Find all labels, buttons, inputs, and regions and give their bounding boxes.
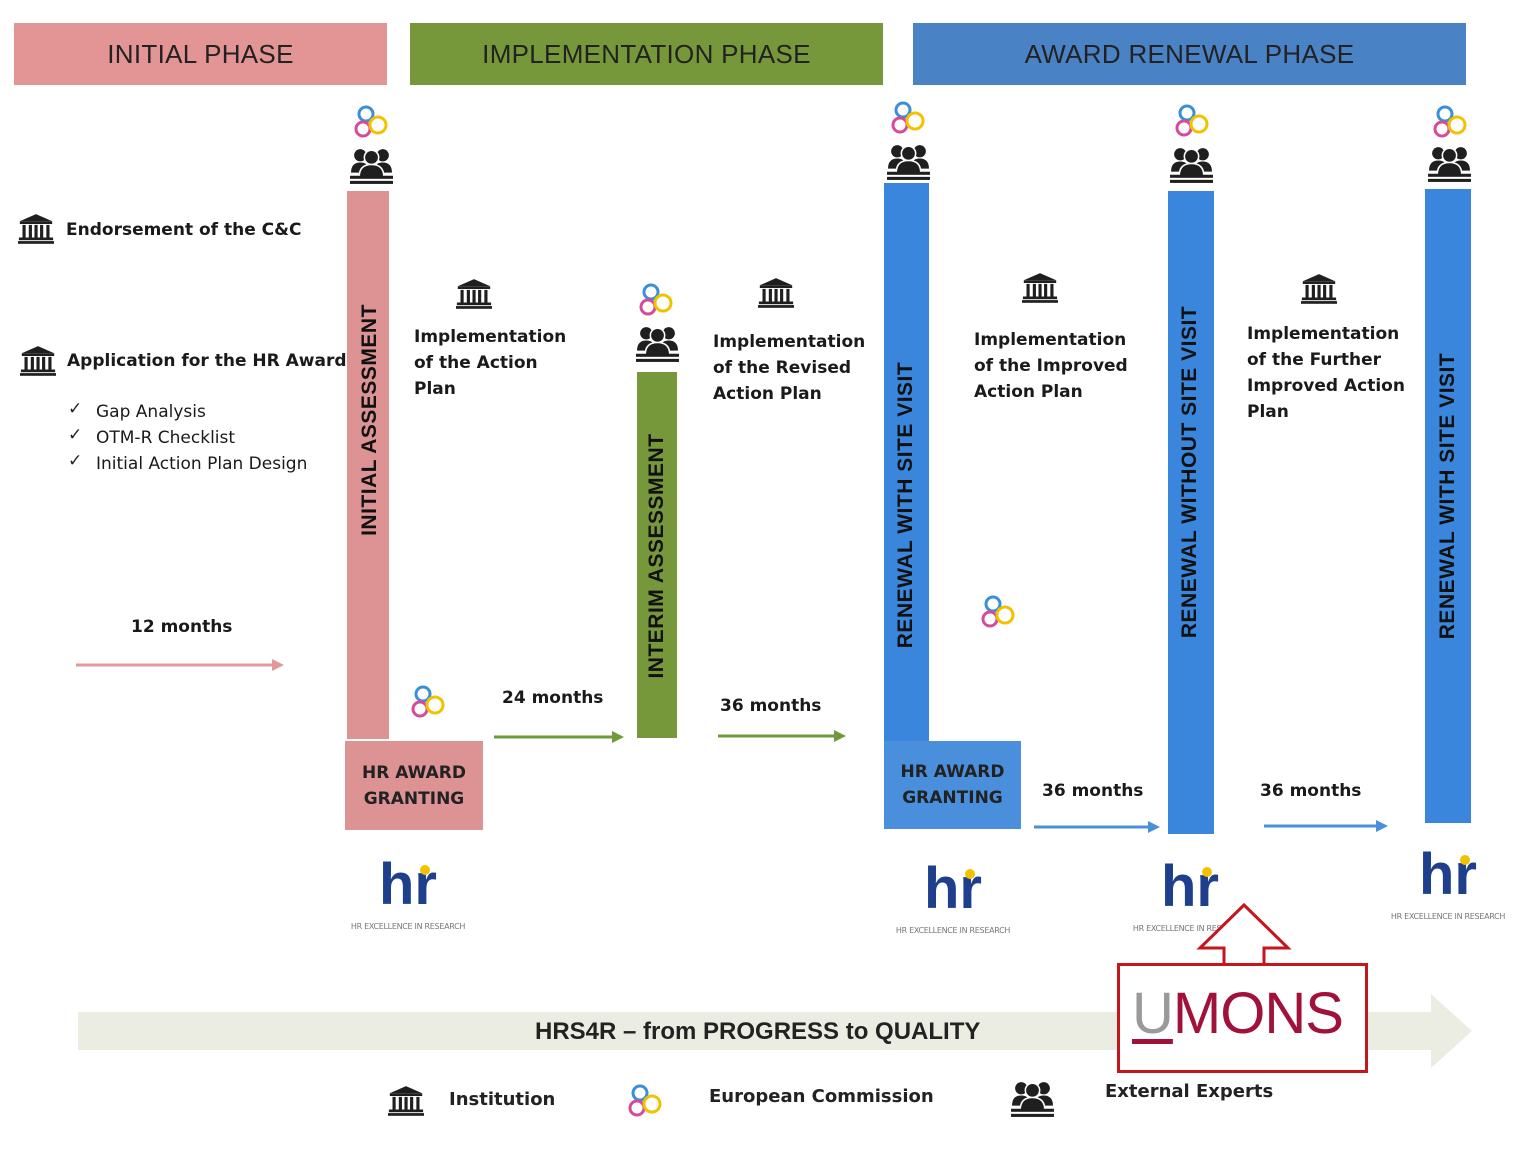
hr-logo-1: hr HR EXCELLENCE IN RESEARCH xyxy=(348,844,468,934)
hr-logo-2: hr HR EXCELLENCE IN RESEARCH xyxy=(893,848,1013,938)
check-icon: ✓ xyxy=(68,451,83,471)
phase-header-implementation: IMPLEMENTATION PHASE xyxy=(410,23,883,85)
svg-text:hr: hr xyxy=(379,852,437,917)
european-commission-icon xyxy=(1432,104,1468,140)
arrow-36-months-c xyxy=(1264,820,1388,832)
initial-assessment-label: INITIAL ASSESSMENT xyxy=(358,304,381,536)
arrow-24-months xyxy=(494,731,624,743)
duration-36-months-b: 36 months xyxy=(1042,781,1144,801)
impl-revised-text: Implementation of the Revised Action Pla… xyxy=(713,332,866,404)
renewal-without-visit-label: RENEWAL WITHOUT SITE VISIT xyxy=(1178,305,1201,639)
legend-european-commission: European Commission xyxy=(709,1086,934,1107)
umons-logo: UMONS xyxy=(1132,981,1344,1046)
callout-up-arrow xyxy=(1196,902,1292,968)
institution-icon xyxy=(758,277,794,308)
application-label: Application for the HR Award: xyxy=(67,351,354,371)
renewal-with-visit-bar-1 xyxy=(884,183,929,743)
institution-icon xyxy=(1301,273,1337,304)
hr-logo-mark: hr xyxy=(1161,854,1219,919)
checklist-item-initial-plan: Initial Action Plan Design xyxy=(96,454,308,474)
impl-further-text: Implementation of the Further Improved A… xyxy=(1247,324,1405,422)
arrow-36-months-b xyxy=(1034,821,1160,833)
hr-logo-mark: hr xyxy=(379,852,437,917)
legend-institution: Institution xyxy=(449,1089,556,1110)
hr-logo-mark: hr xyxy=(1419,842,1477,907)
european-commission-icon xyxy=(638,282,674,318)
interim-assessment-label: INTERIM ASSESSMENT xyxy=(645,433,668,679)
svg-text:hr: hr xyxy=(1419,842,1477,907)
institution-icon xyxy=(20,345,56,376)
european-commission-icon xyxy=(890,100,926,136)
european-commission-icon xyxy=(627,1083,663,1119)
phase-header-initial: INITIAL PHASE xyxy=(14,23,387,85)
duration-36-months-a: 36 months xyxy=(720,696,822,716)
european-commission-icon xyxy=(1174,103,1210,139)
european-commission-icon xyxy=(410,684,446,720)
institution-icon xyxy=(456,278,492,309)
impl-improved-text: Implementation of the Improved Action Pl… xyxy=(974,330,1128,402)
svg-text:hr: hr xyxy=(924,856,982,921)
duration-24-months: 24 months xyxy=(502,688,604,708)
checklist-item-gap-analysis: Gap Analysis xyxy=(96,402,206,422)
external-experts-icon xyxy=(635,322,680,363)
endorsement-label: Endorsement of the C&C xyxy=(66,220,302,240)
duration-36-months-c: 36 months xyxy=(1260,781,1362,801)
duration-12-months: 12 months xyxy=(131,617,233,637)
hr-logo-mark: hr xyxy=(924,856,982,921)
renewal-with-visit-label-1: RENEWAL WITH SITE VISIT xyxy=(894,361,917,649)
external-experts-icon xyxy=(1169,143,1214,184)
external-experts-icon xyxy=(349,144,394,185)
renewal-with-visit-bar-2 xyxy=(1425,189,1471,823)
hr-logo-3: hr HR EXCELLENCE IN RESEARCH xyxy=(1130,846,1250,936)
timeline-label: HRS4R – from PROGRESS to QUALITY xyxy=(535,1018,981,1045)
external-experts-icon xyxy=(1427,142,1472,183)
check-icon: ✓ xyxy=(68,399,83,419)
institution-icon xyxy=(388,1085,424,1116)
renewal-without-visit-bar xyxy=(1168,191,1214,834)
european-commission-icon xyxy=(980,594,1016,630)
external-experts-icon xyxy=(1010,1077,1055,1118)
impl-action-plan-text: Implementation of the Action Plan xyxy=(414,327,567,399)
initial-assessment-bar xyxy=(347,191,389,739)
arrow-36-months-a xyxy=(718,730,846,742)
external-experts-icon xyxy=(886,140,931,181)
renewal-with-visit-label-2: RENEWAL WITH SITE VISIT xyxy=(1436,352,1459,640)
institution-icon xyxy=(18,213,54,244)
institution-icon xyxy=(1022,272,1058,303)
interim-assessment-bar xyxy=(637,372,677,738)
phase-header-renewal: AWARD RENEWAL PHASE xyxy=(913,23,1466,85)
arrow-12-months xyxy=(76,659,284,671)
legend-external-experts: External Experts xyxy=(1105,1081,1274,1102)
european-commission-icon xyxy=(353,104,389,140)
hr-logo-4: hr HR EXCELLENCE IN RESEARCH xyxy=(1388,834,1508,924)
umons-callout-box xyxy=(1117,963,1368,1073)
check-icon: ✓ xyxy=(68,425,83,445)
svg-text:hr: hr xyxy=(1161,854,1219,919)
checklist-item-otmr: OTM-R Checklist xyxy=(96,428,236,448)
